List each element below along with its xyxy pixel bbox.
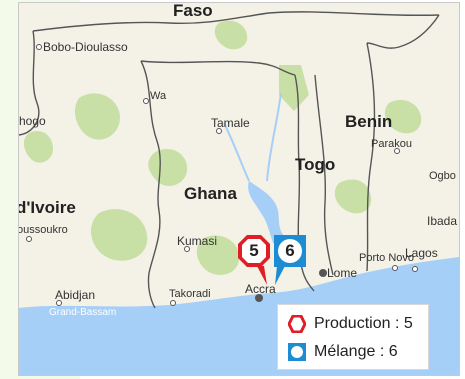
border-ivoire-north	[19, 30, 40, 136]
forest-patch	[196, 235, 240, 275]
label-accra: Accra	[245, 282, 276, 296]
label-kumasi: Kumasi	[177, 234, 218, 248]
city-takoradi	[170, 300, 176, 306]
border-togo-east	[314, 74, 334, 276]
legend-item-production: Production : 5	[288, 315, 413, 333]
map-legend: Production : 5 Mélange : 6	[277, 304, 429, 370]
label-hogo: hogo	[19, 114, 46, 128]
label-ivoire: d'Ivoire	[18, 198, 76, 217]
border-ghana-north	[140, 60, 296, 76]
forest-patch	[334, 179, 372, 214]
marker-production-icon	[238, 235, 270, 285]
river	[266, 92, 282, 182]
border-burkina-east	[366, 14, 440, 49]
border-burkina	[32, 11, 440, 32]
city-lagos	[412, 266, 418, 272]
label-lagos: Lagos	[405, 246, 438, 260]
marker-production-count: 5	[249, 241, 259, 260]
forest-patch	[90, 209, 148, 261]
label-faso: Faso	[173, 2, 213, 20]
city-yamoussoukro	[26, 236, 32, 242]
legend-melange-label: Mélange : 6	[314, 343, 398, 360]
circle-in-square-icon	[288, 343, 306, 361]
label-porto-novo: Porto Novo	[359, 252, 415, 264]
forest-patch	[148, 149, 188, 186]
city-kumasi	[184, 246, 190, 252]
forest-patch	[279, 65, 309, 111]
city-parakou	[394, 148, 400, 154]
label-ogbo: Ogbo	[429, 170, 456, 182]
label-lome: Lome	[327, 266, 358, 280]
forest-patch	[214, 20, 248, 50]
legend-item-melange: Mélange : 6	[288, 343, 398, 361]
label-takoradi: Takoradi	[169, 288, 211, 300]
border-togo-west	[294, 74, 315, 292]
city-abidjan	[56, 300, 62, 306]
label-togo: Togo	[295, 155, 336, 174]
city-wa	[143, 98, 149, 104]
label-tamale: Tamale	[211, 116, 250, 130]
label-benin: Benin	[345, 112, 393, 131]
label-yamoussoukro: oussoukro	[18, 224, 68, 236]
legend-production-label: Production : 5	[314, 315, 413, 332]
marker-melange-count: 6	[285, 241, 295, 260]
label-wa: Wa	[150, 90, 167, 102]
label-parakou: Parakou	[371, 138, 412, 150]
marker-melange[interactable]: 6	[273, 233, 307, 287]
label-grand-bassam: Grand-Bassam	[49, 307, 117, 318]
city-bobo	[36, 44, 42, 50]
city-accra	[255, 294, 263, 302]
hexagon-icon	[288, 315, 306, 333]
label-ghana: Ghana	[184, 184, 237, 203]
label-bobo-dioulasso: Bobo-Dioulasso	[43, 40, 128, 54]
city-tamale	[216, 128, 222, 134]
forest-patch	[74, 93, 120, 140]
marker-melange-icon	[274, 235, 306, 285]
river	[223, 122, 250, 182]
city-porto-novo	[392, 265, 398, 271]
city-lome	[319, 269, 327, 277]
label-ibadan: Ibada	[427, 214, 458, 228]
forest-patch	[384, 99, 422, 134]
border-benin-east	[366, 42, 376, 272]
forest-patch	[23, 130, 53, 163]
label-abidjan: Abidjan	[55, 288, 96, 302]
marker-production[interactable]: 5	[237, 233, 271, 287]
border-ghana-west	[140, 60, 161, 309]
